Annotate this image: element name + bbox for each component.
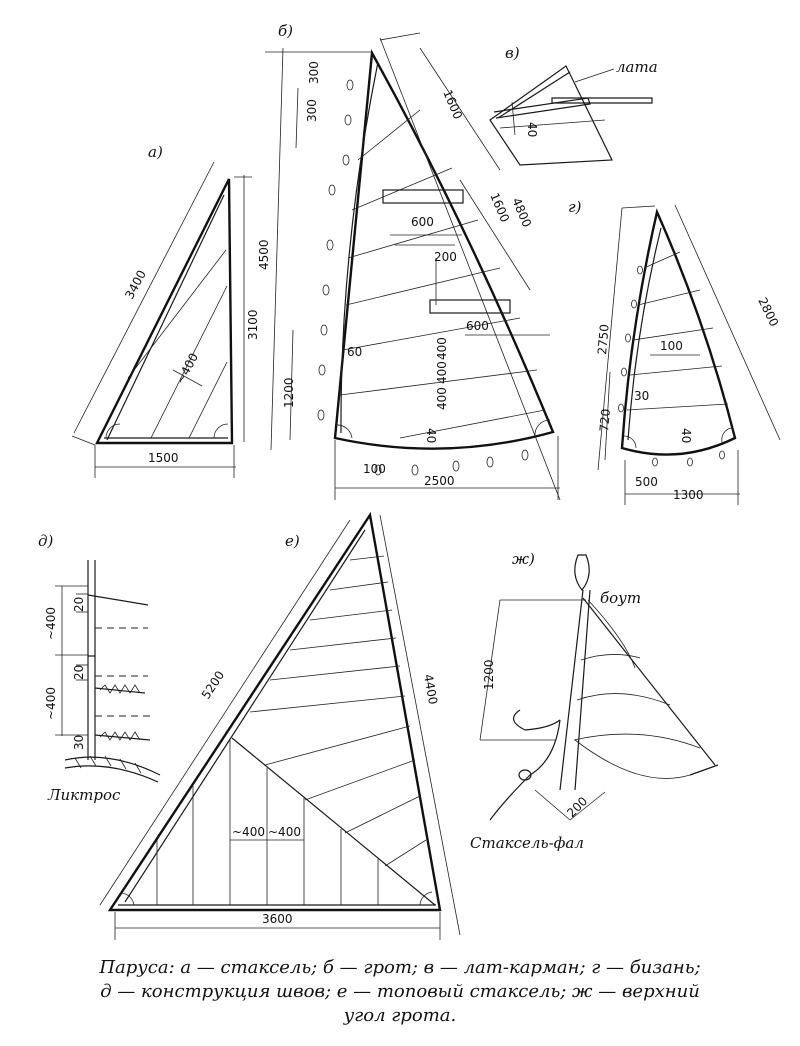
- word-v-lata: лата: [616, 58, 658, 76]
- batten-stick: [551, 97, 653, 104]
- dim-b-leech-mid: 1600: [487, 191, 512, 225]
- dim-d-w3: 30: [72, 735, 86, 750]
- dim-b-foot-reef: 40: [424, 428, 438, 443]
- figure-g-mizzen: г) 2750 2800 100 720 30 40 500 1300: [568, 198, 781, 505]
- staysail-outline: [107, 511, 442, 912]
- mizzen-outline: [620, 208, 737, 456]
- dim-b-luff: 4500: [257, 239, 271, 270]
- dim-b-seam3: 400: [435, 387, 449, 410]
- figure-b-mainsail: б): [257, 22, 561, 501]
- dim-b-batten2: 600: [466, 319, 489, 333]
- dim-g-luff: 2750: [595, 324, 612, 356]
- caption-line-3: угол грота.: [343, 1005, 457, 1026]
- label-zh: ж): [512, 550, 535, 568]
- label-b: б): [278, 22, 293, 40]
- dim-g-luff-low: 720: [597, 408, 613, 432]
- dim-d-gap1: ~400: [44, 607, 58, 640]
- dim-d-w2: 20: [72, 665, 86, 680]
- dim-zh-200: 200: [564, 794, 590, 820]
- batten-pocket-panel: [489, 65, 613, 166]
- dim-zh-h: 1200: [482, 659, 496, 690]
- label-a: а): [148, 143, 163, 161]
- dim-g-seam: 100: [660, 339, 683, 353]
- word-d-liktros: Ликтрос: [47, 786, 121, 804]
- figure-zh-sail-head: ж) боут 1200 200 Стаксель-фал: [470, 550, 719, 852]
- dim-e-luff: 5200: [199, 668, 227, 701]
- dim-v: 40: [525, 122, 539, 137]
- dim-g-foot-reef: 40: [679, 428, 693, 443]
- label-g: г): [568, 198, 582, 216]
- label-v: в): [505, 44, 520, 62]
- sail-drawings: а) 3400 3100 1500 ~400 б): [38, 22, 781, 940]
- label-d: д): [38, 532, 54, 550]
- dim-e-foot: 3600: [262, 912, 293, 926]
- word-zh-bout: боут: [600, 589, 641, 607]
- dim-e-seam2: ~400: [268, 825, 301, 839]
- figure-caption: Паруса: а — стаксель; б — грот; в — лат-…: [0, 956, 800, 1028]
- dim-e-leech: 4400: [421, 673, 440, 706]
- dim-g-foot-step: 500: [635, 475, 658, 489]
- dim-b-seam1: 400: [435, 337, 449, 360]
- dim-g-leech: 2800: [755, 295, 781, 329]
- figure-a-jib: а) 3400 3100 1500 ~400: [71, 143, 260, 478]
- dim-b-foot-step: 100: [363, 462, 386, 476]
- dim-g-foot: 1300: [673, 488, 704, 502]
- dim-b-luff-low: 1200: [282, 377, 296, 408]
- figure-e-top-staysail: е) 5200 4400 ~400: [99, 511, 461, 940]
- dim-a-seam: ~400: [173, 351, 201, 387]
- dim-b-seam2: 400: [435, 361, 449, 384]
- dim-d-gap2: ~400: [44, 687, 58, 720]
- dim-b-eye: 60: [347, 345, 362, 359]
- dim-e-seam1: ~400: [232, 825, 265, 839]
- figure-v-batten-pocket: в) лата 40: [489, 44, 658, 166]
- dim-b-batten1: 600: [411, 215, 434, 229]
- dim-b-batten-gap: 200: [434, 250, 457, 264]
- dim-a-foot: 1500: [148, 451, 179, 465]
- head-shackle: [574, 554, 590, 591]
- caption-line-1: Паруса: а — стаксель; б — грот; в — лат-…: [99, 957, 701, 978]
- figure-d-seams: д) ~400 ~400 20 20 30 Ликтрос: [38, 532, 161, 804]
- dim-b-leech-top: 1600: [440, 88, 465, 122]
- jib-outline: [95, 178, 234, 445]
- dim-b-top2: 300: [305, 99, 319, 122]
- dim-b-foot: 2500: [424, 474, 455, 488]
- dim-d-w1: 20: [72, 597, 86, 612]
- dim-a-leech: 3100: [246, 309, 260, 340]
- label-e: е): [285, 532, 300, 550]
- caption-line-2: д — конструкция швов; е — топовый стаксе…: [100, 981, 700, 1002]
- dim-b-top1: 300: [307, 61, 321, 84]
- dim-g-eye: 30: [634, 389, 649, 403]
- word-zh-fal: Стаксель-фал: [470, 834, 584, 852]
- dim-b-leech-total: 4800: [509, 196, 534, 230]
